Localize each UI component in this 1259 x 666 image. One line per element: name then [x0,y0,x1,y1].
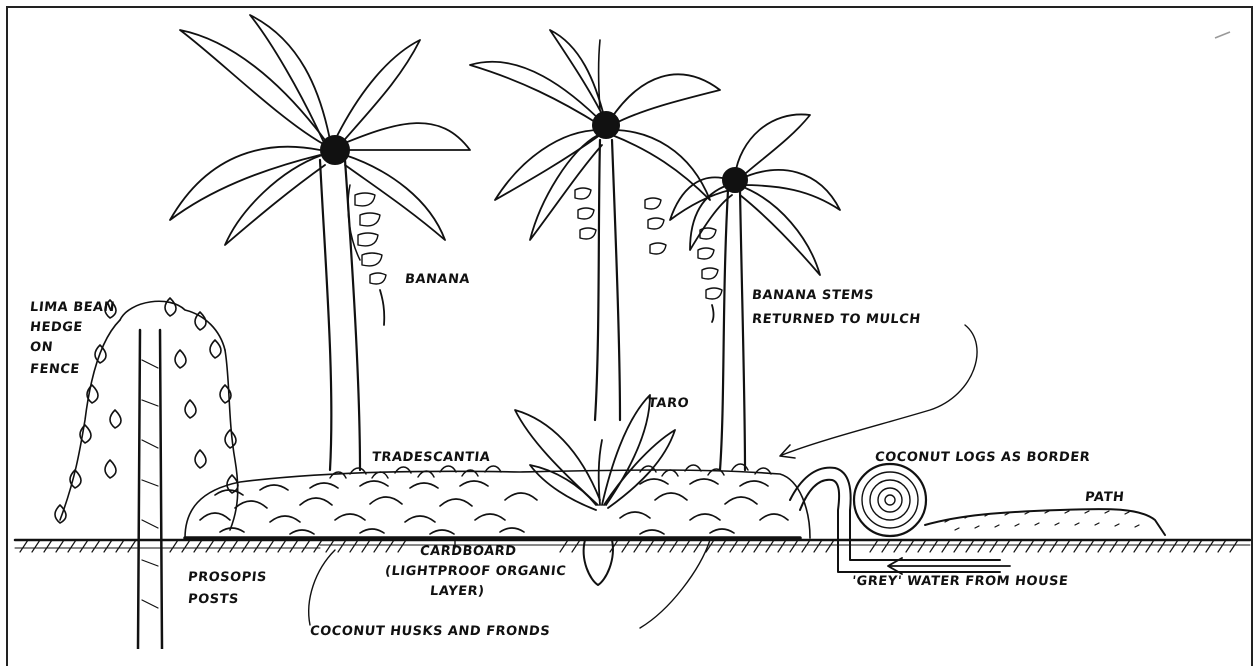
path-surface [925,509,1165,535]
pencil-mark [1215,32,1230,38]
prosopis-label-2: POSTS [187,592,239,608]
banana-tree-2 [470,30,720,420]
ground-hatching [20,540,1238,552]
banana-stems-label-1: BANANA STEMS [751,288,874,304]
prosopis-label-1: PROSOPIS [187,570,267,586]
banana-stems-arrow [782,325,977,455]
lima-bean-label-3: ON [29,340,54,356]
lima-bean-label-2: HEDGE [29,320,83,336]
banana-bunch-2 [575,188,666,254]
path-label: PATH [1084,490,1125,506]
banana-tree-1 [170,15,470,470]
mulch-mound [185,470,810,538]
taro-plant [515,395,675,585]
prosopis-post [138,330,162,649]
coconut-log [854,464,926,536]
banana-stems-label-2: RETURNED TO MULCH [751,312,921,328]
lima-bean-hedge [55,298,238,530]
coconut-husks-label: COCONUT HUSKS AND FRONDS [309,624,551,640]
mulch-garden-diagram [0,0,1259,649]
coconut-husks-leader-left [309,550,335,625]
cardboard-label-1: CARDBOARD [419,544,517,560]
lima-bean-label-1: LIMA BEAN [29,300,116,316]
taro-label: TARO [647,396,690,412]
grey-water-label: 'GREY' WATER FROM HOUSE [851,574,1069,590]
cardboard-label-3: LAYER) [429,584,485,600]
banana-label: BANANA [404,272,471,288]
lima-bean-label-4: FENCE [29,362,80,378]
cardboard-label-2: (LIGHTPROOF ORGANIC [384,564,567,580]
coconut-logs-label: COCONUT LOGS AS BORDER [874,450,1091,466]
coconut-husks-leader-right [640,540,710,628]
tradescantia-label: TRADESCANTIA [371,450,491,466]
banana-bunch-3 [698,228,722,322]
